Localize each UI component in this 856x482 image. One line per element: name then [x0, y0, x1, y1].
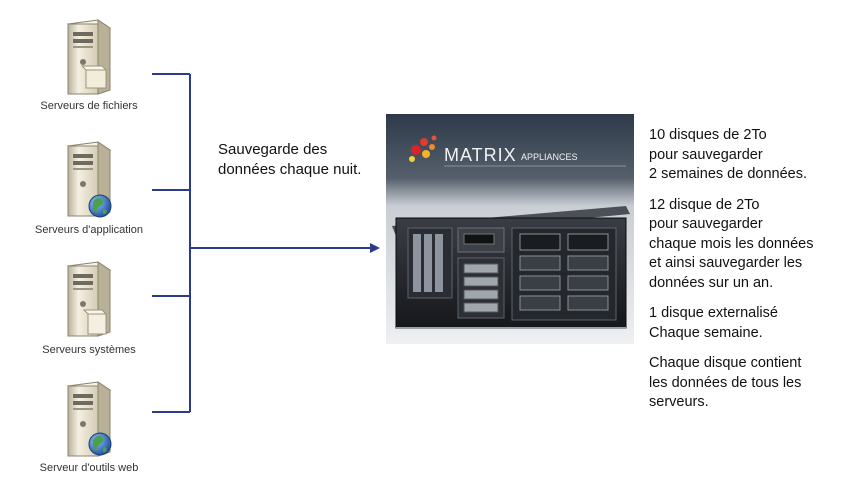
info-block-external: 1 disque externalisé Chaque semaine. — [649, 305, 778, 341]
system-server-icon — [66, 261, 112, 337]
server-application: Serveurs d'application — [14, 140, 164, 236]
backup-info: 10 disques de 2To pour sauvegarder 2 sem… — [649, 126, 854, 424]
file-server-icon — [66, 19, 112, 95]
server-web-tools: Serveur d'outils web — [14, 380, 164, 474]
web-server-icon — [66, 381, 112, 457]
backup-description: Sauvegarde des données chaque nuit. — [218, 141, 362, 178]
info-block-daily: 10 disques de 2To pour sauvegarder 2 sem… — [649, 127, 807, 182]
rack-appliance-icon: MATRIX APPLIANCES — [386, 114, 634, 344]
brand-suffix: APPLIANCES — [521, 152, 578, 162]
info-block-monthly: 12 disque de 2To pour sauvegarder chaque… — [649, 196, 814, 291]
application-server-icon — [66, 141, 112, 218]
connector-arrowhead — [370, 243, 380, 253]
server-system: Serveurs systèmes — [14, 260, 164, 356]
server-label: Serveur d'outils web — [39, 462, 139, 474]
server-label: Serveurs d'application — [35, 224, 143, 236]
server-file: Serveurs de fichiers — [14, 18, 164, 112]
info-block-content: Chaque disque contient les données de to… — [649, 355, 802, 410]
server-label: Serveurs systèmes — [42, 344, 136, 356]
matrix-logo-icon — [409, 135, 437, 162]
matrix-appliance: MATRIX APPLIANCES — [386, 114, 634, 344]
brand-name: MATRIX — [444, 145, 517, 165]
server-label: Serveurs de fichiers — [40, 100, 138, 112]
